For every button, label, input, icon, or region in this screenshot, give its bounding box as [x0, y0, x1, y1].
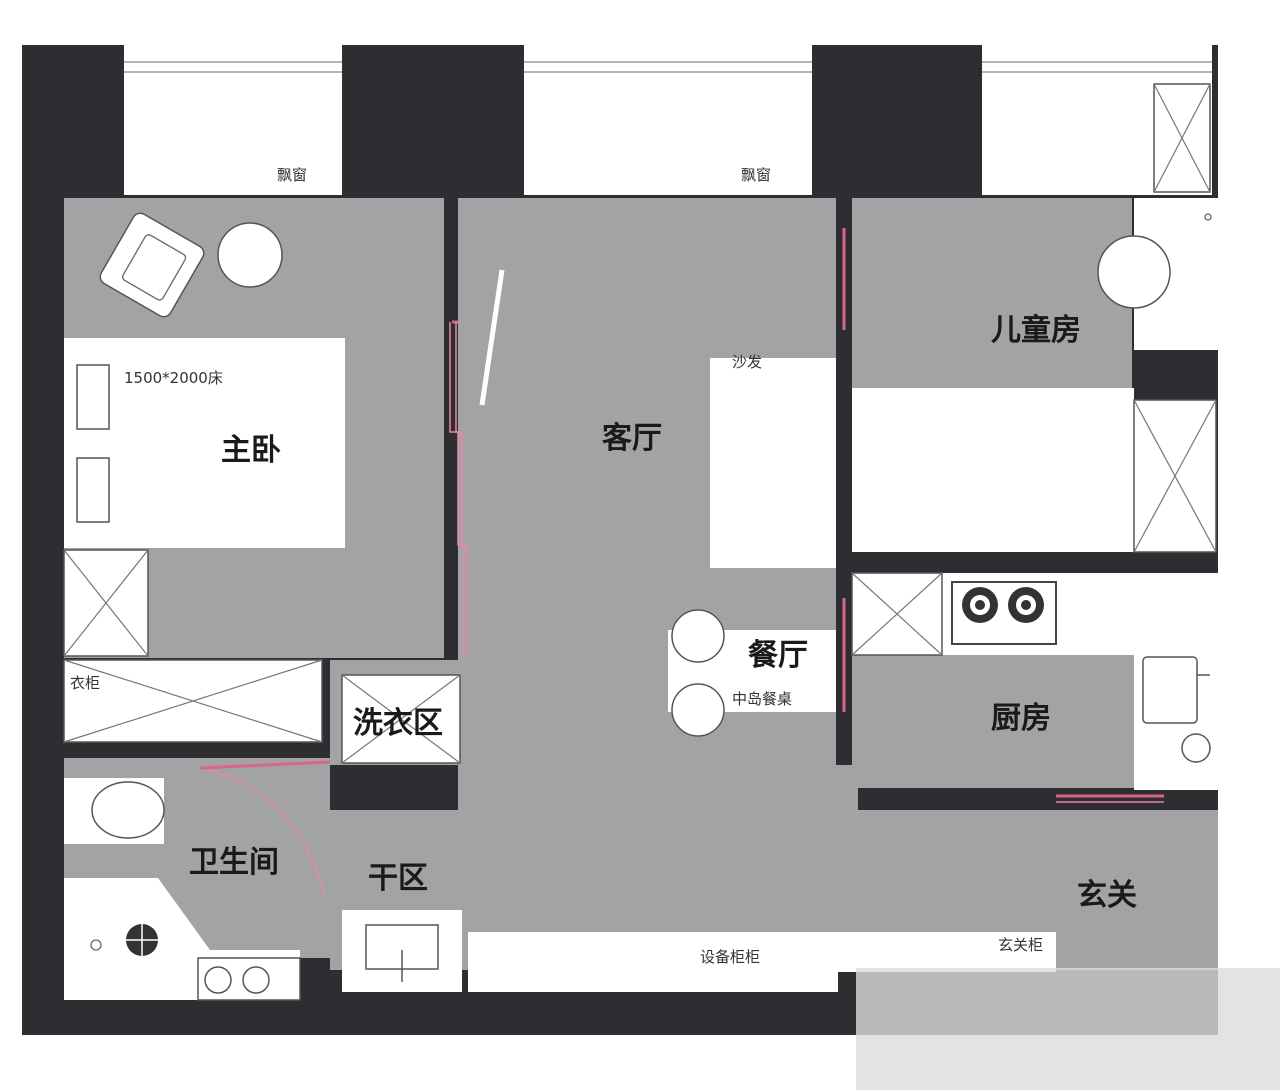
master-bedroom-door-leaf: [479, 269, 505, 406]
sink-icon: [1142, 656, 1198, 724]
label-dining-room: 餐厅: [748, 638, 808, 673]
children-chair: [1097, 235, 1171, 309]
bay-window-left: [124, 45, 342, 195]
stove-icon: [951, 581, 1057, 645]
bay-window-right: [982, 45, 1212, 195]
equipment-cabinet: [468, 932, 838, 992]
toilet-icon: [91, 781, 165, 839]
children-bed: [852, 388, 1134, 552]
dry-area-sink: [365, 924, 439, 970]
master-bed: [64, 338, 345, 548]
armchair: [99, 212, 205, 318]
label-wardrobe: 衣柜: [70, 674, 100, 692]
nightstand-bottom: [76, 457, 110, 523]
label-island-table: 中岛餐桌: [732, 690, 792, 708]
entrance-corridor-floor-b: [458, 765, 858, 815]
entrance-cabinet: [838, 932, 1056, 972]
label-entrance: 玄关: [1077, 878, 1137, 913]
shower-valve-icon: [90, 939, 102, 951]
label-living-room: 客厅: [602, 421, 662, 456]
side-table: [217, 222, 283, 288]
dining-chair-top: [671, 609, 725, 663]
label-children-room: 儿童房: [991, 313, 1081, 348]
nightstand-top: [76, 364, 110, 430]
label-bay-window-left: 飘窗: [277, 166, 307, 184]
children-room-floor: [852, 198, 1132, 388]
label-equipment-cabinet: 设备柜柜: [700, 948, 760, 966]
label-bathroom: 卫生间: [189, 845, 279, 880]
label-bed-size: 1500*2000床: [124, 369, 223, 387]
label-master-bedroom: 主卧: [221, 433, 281, 468]
label-bay-window-middle: 飘窗: [741, 166, 771, 184]
master-bedroom-sliding-door: [449, 322, 465, 657]
bay-window-middle: [524, 45, 812, 195]
sofa: [710, 358, 836, 568]
kitchen-floor: [852, 655, 1134, 788]
label-sofa: 沙发: [732, 353, 762, 371]
children-knob: [1204, 213, 1212, 221]
label-kitchen: 厨房: [991, 701, 1051, 736]
watermark-strip: [856, 968, 1280, 1090]
label-entrance-cabinet: 玄关柜: [998, 936, 1043, 954]
drain-icon: [1181, 733, 1211, 763]
dining-chair-bottom: [671, 683, 725, 737]
label-laundry-area: 洗衣区: [353, 706, 443, 741]
label-dry-area: 干区: [368, 861, 428, 896]
bathroom-door-arc: [199, 767, 326, 901]
